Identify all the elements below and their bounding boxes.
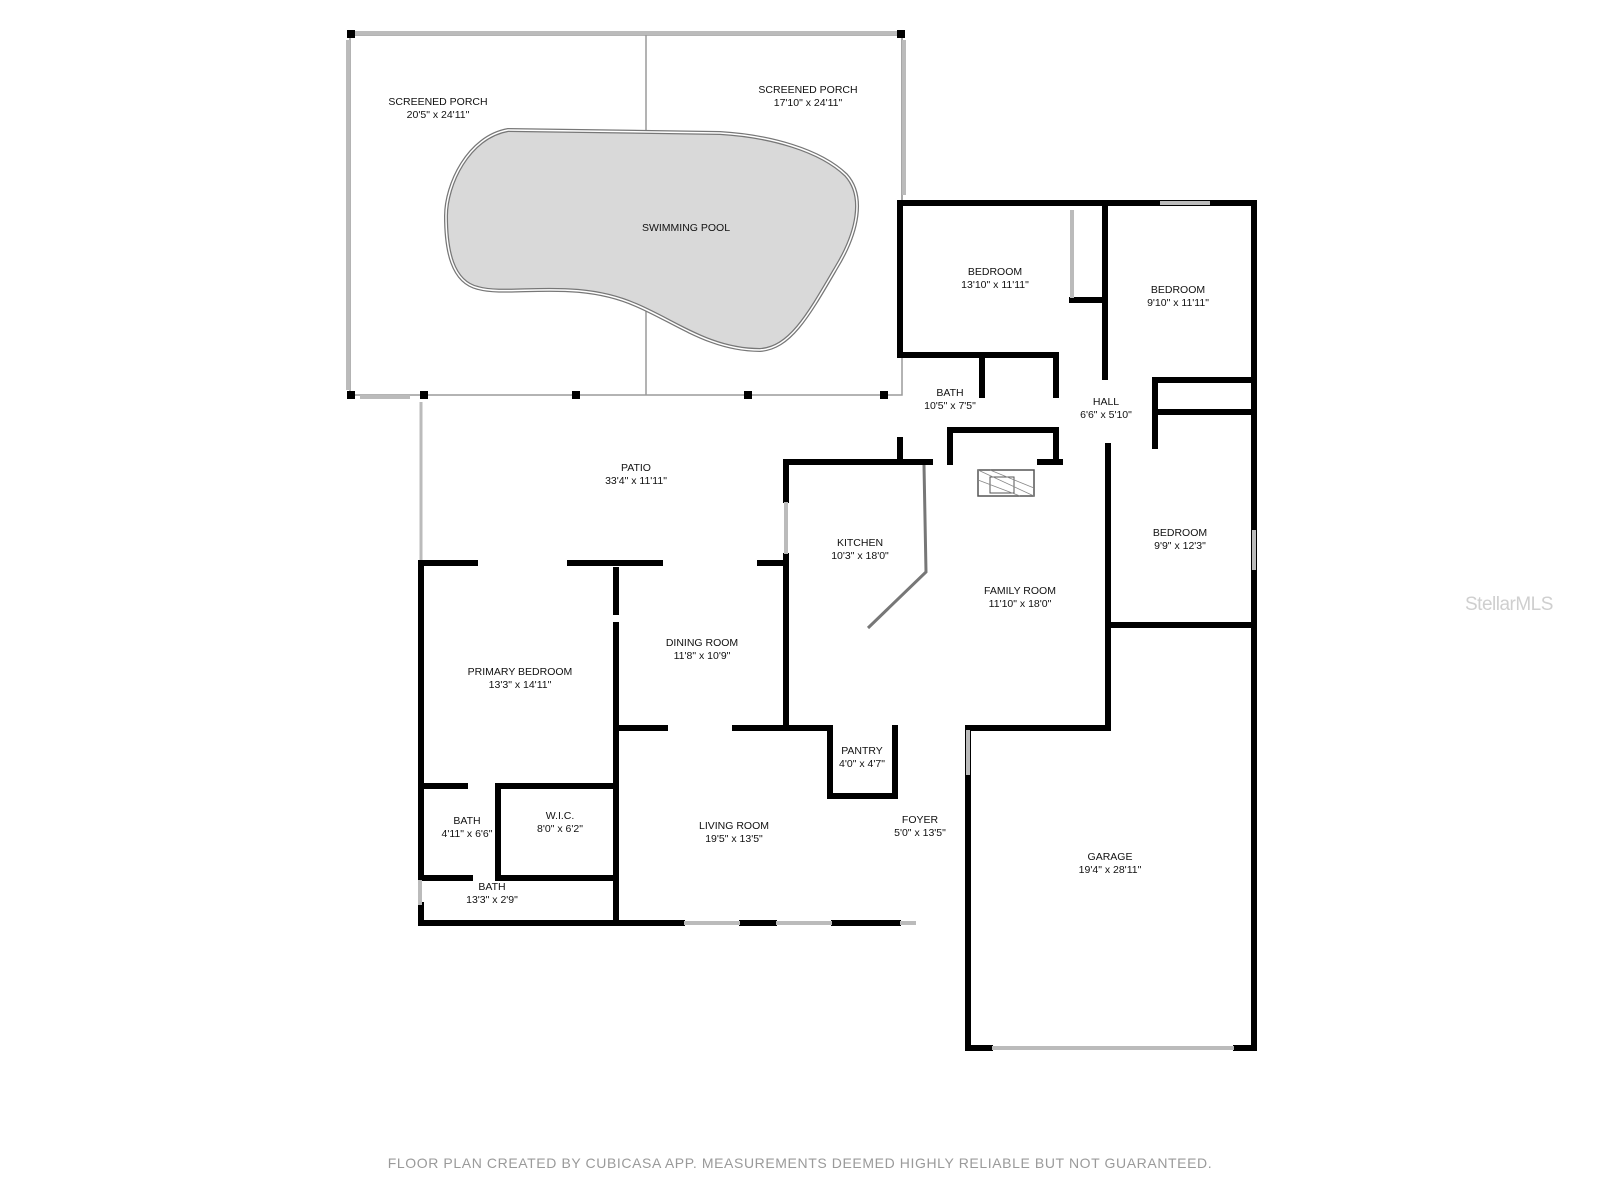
svg-text:9'10" x 11'11": 9'10" x 11'11" — [1147, 297, 1209, 309]
svg-text:13'3" x 14'11": 13'3" x 14'11" — [489, 679, 552, 691]
room-label-living-room: LIVING ROOM 19'5" x 13'5" — [699, 820, 769, 845]
svg-text:5'0" x 13'5": 5'0" x 13'5" — [894, 827, 946, 839]
svg-text:BATH: BATH — [478, 881, 505, 893]
swimming-pool-shape — [443, 127, 859, 353]
walls — [418, 200, 1257, 1051]
swimming-pool-inner-edge — [445, 129, 858, 351]
svg-text:33'4" x 11'11": 33'4" x 11'11" — [605, 475, 667, 487]
svg-text:13'10" x 11'11": 13'10" x 11'11" — [961, 279, 1029, 291]
svg-text:19'5" x 13'5": 19'5" x 13'5" — [705, 833, 763, 845]
svg-text:11'8" x 10'9": 11'8" x 10'9" — [674, 650, 731, 662]
room-label-garage: GARAGE 19'4" x 28'11" — [1079, 851, 1142, 876]
svg-text:BEDROOM: BEDROOM — [1151, 284, 1205, 296]
room-label-dining-room: DINING ROOM 11'8" x 10'9" — [666, 637, 738, 662]
room-label-screened-porch-2: SCREENED PORCH 17'10" x 24'11" — [758, 84, 857, 109]
svg-text:HALL: HALL — [1093, 396, 1119, 408]
kitchen-counter — [866, 464, 928, 630]
windows — [418, 201, 1256, 1050]
svg-text:SCREENED PORCH: SCREENED PORCH — [758, 84, 857, 96]
svg-text:BEDROOM: BEDROOM — [968, 266, 1022, 278]
svg-text:PRIMARY BEDROOM: PRIMARY BEDROOM — [468, 666, 573, 678]
svg-text:8'0" x 6'2": 8'0" x 6'2" — [537, 823, 583, 835]
svg-text:DINING ROOM: DINING ROOM — [666, 637, 738, 649]
room-label-hall: HALL 6'6" x 5'10" — [1080, 396, 1132, 421]
screen-window-marks — [346, 31, 906, 399]
fireplace — [977, 469, 1035, 497]
room-label-wic: W.I.C. 8'0" x 6'2" — [537, 810, 583, 835]
svg-text:4'11" x 6'6": 4'11" x 6'6" — [442, 828, 493, 840]
svg-text:4'0" x 4'7": 4'0" x 4'7" — [839, 758, 885, 770]
svg-text:BEDROOM: BEDROOM — [1153, 527, 1207, 539]
svg-text:W.I.C.: W.I.C. — [546, 810, 575, 822]
svg-text:13'3" x 2'9": 13'3" x 2'9" — [466, 894, 518, 906]
room-label-bedroom-3: BEDROOM 9'9" x 12'3" — [1153, 527, 1207, 552]
svg-text:6'6" x 5'10": 6'6" x 5'10" — [1080, 409, 1132, 421]
svg-text:BATH: BATH — [453, 815, 480, 827]
svg-text:17'10" x 24'11": 17'10" x 24'11" — [774, 97, 843, 109]
svg-text:10'5" x 7'5": 10'5" x 7'5" — [924, 400, 976, 412]
room-label-bath-1: BATH 10'5" x 7'5" — [924, 387, 976, 412]
svg-text:19'4" x 28'11": 19'4" x 28'11" — [1079, 864, 1142, 876]
stellarmls-watermark: StellarMLS — [1465, 594, 1553, 615]
room-label-bedroom-2: BEDROOM 9'10" x 11'11" — [1147, 284, 1209, 309]
svg-text:10'3" x 18'0": 10'3" x 18'0" — [831, 550, 889, 562]
svg-text:GARAGE: GARAGE — [1088, 851, 1133, 863]
svg-text:FAMILY ROOM: FAMILY ROOM — [984, 585, 1056, 597]
room-label-bedroom-1: BEDROOM 13'10" x 11'11" — [961, 266, 1029, 291]
room-label-swimming-pool: SWIMMING POOL — [642, 222, 730, 234]
svg-text:11'10" x 18'0": 11'10" x 18'0" — [989, 598, 1052, 610]
porch-posts — [347, 30, 905, 399]
svg-text:20'5" x 24'11": 20'5" x 24'11" — [407, 109, 470, 121]
room-label-foyer: FOYER 5'0" x 13'5" — [894, 814, 946, 839]
svg-text:SCREENED PORCH: SCREENED PORCH — [388, 96, 487, 108]
svg-text:PANTRY: PANTRY — [841, 745, 883, 757]
room-label-family-room: FAMILY ROOM 11'10" x 18'0" — [984, 585, 1056, 610]
svg-text:PATIO: PATIO — [621, 462, 651, 474]
room-label-bath-3: BATH 13'3" x 2'9" — [466, 881, 518, 906]
floor-plan-disclaimer: FLOOR PLAN CREATED BY CUBICASA APP. MEAS… — [387, 1155, 1213, 1171]
svg-text:KITCHEN: KITCHEN — [837, 537, 883, 549]
room-label-pantry: PANTRY 4'0" x 4'7" — [839, 745, 885, 770]
svg-text:SWIMMING POOL: SWIMMING POOL — [642, 222, 730, 234]
svg-text:BATH: BATH — [936, 387, 963, 399]
room-label-screened-porch-1: SCREENED PORCH 20'5" x 24'11" — [388, 96, 487, 121]
svg-text:LIVING ROOM: LIVING ROOM — [699, 820, 769, 832]
room-label-bath-2: BATH 4'11" x 6'6" — [442, 815, 493, 840]
room-label-primary-bedroom: PRIMARY BEDROOM 13'3" x 14'11" — [468, 666, 573, 691]
svg-text:9'9" x 12'3": 9'9" x 12'3" — [1154, 540, 1206, 552]
room-label-kitchen: KITCHEN 10'3" x 18'0" — [831, 537, 889, 562]
svg-text:FOYER: FOYER — [902, 814, 939, 826]
room-label-patio: PATIO 33'4" x 11'11" — [605, 462, 667, 487]
